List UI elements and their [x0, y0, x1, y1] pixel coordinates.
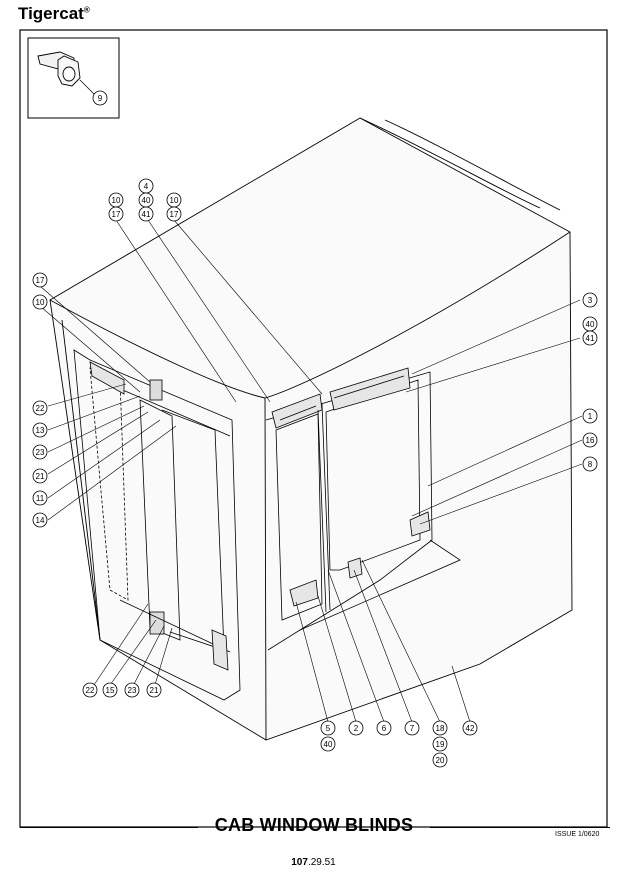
callout-16: 16 — [586, 436, 595, 445]
leader-lines — [39, 219, 583, 723]
callout-40: 40 — [142, 196, 151, 205]
callout-17: 17 — [170, 210, 179, 219]
callout-3: 3 — [588, 296, 593, 305]
callout-23: 23 — [128, 686, 137, 695]
callout-2: 2 — [354, 724, 359, 733]
callout-10: 10 — [170, 196, 179, 205]
callouts: 9 10 17 4 40 41 10 17 17 10 22 13 23 21 … — [32, 90, 598, 768]
callout-17: 17 — [112, 210, 121, 219]
callout-40: 40 — [324, 740, 333, 749]
callout-42: 42 — [466, 724, 475, 733]
callout-15: 15 — [106, 686, 115, 695]
brand-name: Tigercat — [18, 4, 84, 23]
callout-10: 10 — [36, 298, 45, 307]
callout-21: 21 — [150, 686, 159, 695]
callout-13: 13 — [36, 426, 45, 435]
page-number-bold: 107 — [291, 857, 308, 868]
rear-blind-assembly — [265, 367, 461, 651]
callout-7: 7 — [410, 724, 415, 733]
registered-mark: ® — [83, 5, 90, 15]
callout-22: 22 — [86, 686, 95, 695]
callout-14: 14 — [36, 516, 45, 525]
title-rule-left — [20, 827, 198, 828]
callout-41: 41 — [586, 334, 595, 343]
drawing-frame — [19, 29, 608, 828]
callout-10: 10 — [112, 196, 121, 205]
callout-20: 20 — [436, 756, 445, 765]
page-title: CAB WINDOW BLINDS — [214, 815, 414, 835]
callout-23: 23 — [36, 448, 45, 457]
callout-1: 1 — [588, 412, 593, 421]
cab-body — [49, 117, 573, 741]
callout-11: 11 — [36, 494, 45, 503]
callout-6: 6 — [382, 724, 387, 733]
callout-40: 40 — [586, 320, 595, 329]
callout-5: 5 — [326, 724, 331, 733]
left-blind-assembly — [73, 349, 241, 701]
callout-21: 21 — [36, 472, 45, 481]
brand-logo: Tigercat® — [18, 4, 90, 24]
callout-9: 9 — [98, 94, 103, 103]
callout-8: 8 — [588, 460, 593, 469]
callout-17: 17 — [36, 276, 45, 285]
callout-41: 41 — [142, 210, 151, 219]
page-number-rest: .29.51 — [307, 857, 336, 868]
callout-4: 4 — [144, 182, 149, 191]
callout-19: 19 — [436, 740, 445, 749]
title-rule-right — [430, 827, 610, 828]
callout-22: 22 — [36, 404, 45, 413]
title-rule — [0, 820, 627, 834]
issue-label: ISSUE 1/0620 — [555, 831, 600, 838]
page-number: 107.29.51 — [0, 857, 627, 868]
callout-18: 18 — [436, 724, 445, 733]
detail-inset — [27, 37, 120, 119]
